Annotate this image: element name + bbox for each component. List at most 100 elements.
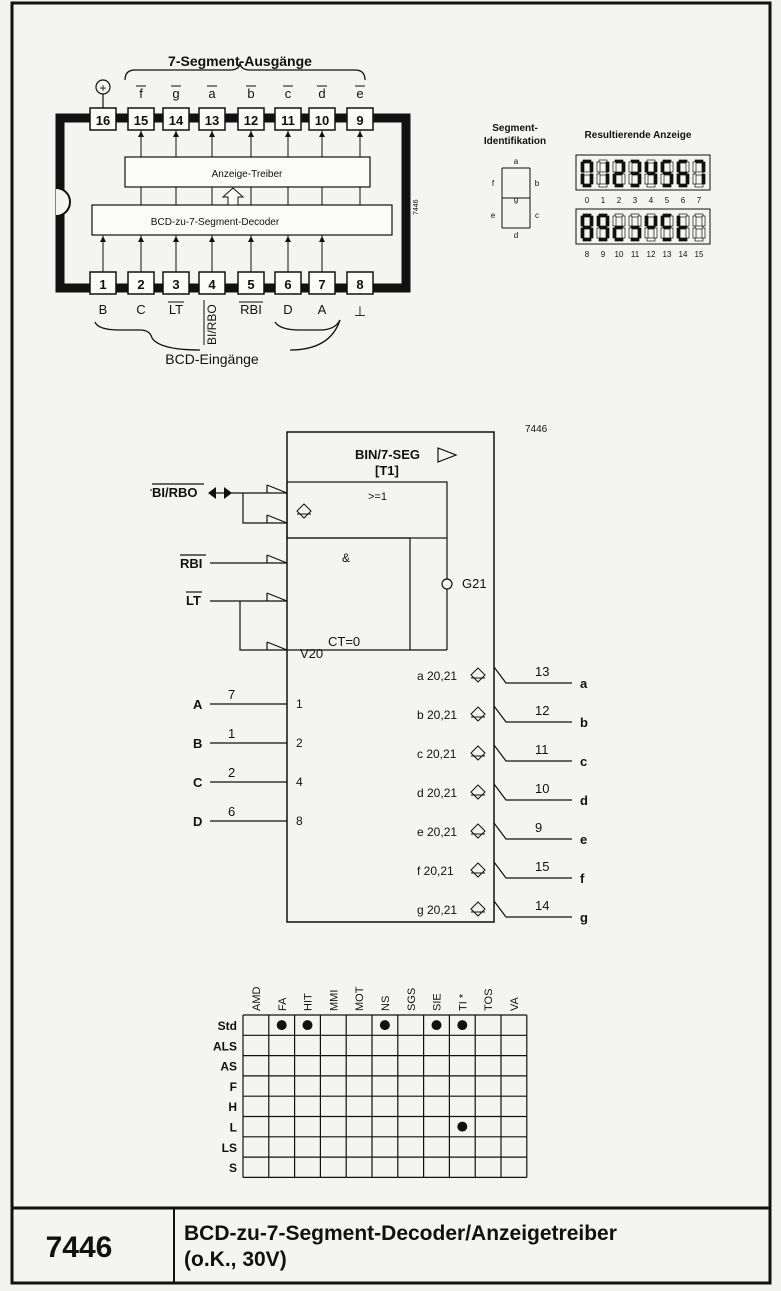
segment-letter: f <box>492 179 495 188</box>
manufacturer-column: SIE <box>432 993 444 1011</box>
top-pin-number: 11 <box>281 113 295 128</box>
display-segment <box>589 227 594 239</box>
top-pin-number: 9 <box>356 113 363 128</box>
top-pin-box <box>89 107 117 131</box>
and-block <box>287 537 411 650</box>
bottom-pin-number: 7 <box>318 277 325 292</box>
inputs-brace-left <box>94 321 153 339</box>
display-segment <box>669 161 674 173</box>
footer-title-2: (o.K., 30V) <box>184 1248 287 1271</box>
top-pin-label: e <box>356 86 363 101</box>
display-segment <box>644 161 649 173</box>
logic-output-name: g <box>580 910 588 925</box>
input-arrow <box>319 236 325 242</box>
segment-letter: d <box>514 231 518 240</box>
bottom-pin-label: D <box>283 302 292 317</box>
bottom-pin-number: 2 <box>137 277 144 292</box>
bi-rbo-bidir-arrow <box>208 487 232 499</box>
availability-dot <box>457 1121 468 1132</box>
display-segment <box>685 173 690 185</box>
logic-output-label: d 20,21 <box>417 786 457 800</box>
logic-output-line <box>493 666 572 684</box>
logic-output-name: e <box>580 832 587 847</box>
display-segment <box>637 161 642 173</box>
bottom-pin-box <box>346 271 374 295</box>
logic-box <box>286 431 495 923</box>
display-segment <box>646 213 656 218</box>
logic-symbol: 7446 BIN/7-SEG [T1] >=1 & G21 V20 CT=0 B… <box>150 424 588 925</box>
logic-output-label: e 20,21 <box>417 825 457 839</box>
logic-input-name: A <box>193 697 203 712</box>
display-segment <box>694 237 704 242</box>
display-segment <box>582 183 592 188</box>
vcc-plus: + <box>99 81 106 95</box>
display-segment <box>582 225 592 230</box>
top-pin-number: 13 <box>205 113 219 128</box>
display-segment <box>598 213 608 218</box>
display-segment <box>678 183 688 188</box>
display-segment <box>628 173 633 185</box>
lt-label: LT <box>186 593 201 608</box>
display-segment <box>678 171 688 176</box>
display-digit-index: 5 <box>665 196 670 205</box>
display-frame <box>575 208 711 245</box>
logic-output-label: f 20,21 <box>417 864 454 878</box>
outputs-brace <box>124 61 366 81</box>
display-segment <box>596 161 601 173</box>
display-digit-index: 11 <box>631 250 640 259</box>
top-pin-label: f <box>139 86 143 101</box>
top-pin-label: d <box>318 86 325 101</box>
display-segment <box>678 213 688 218</box>
internal-arrow <box>221 187 245 206</box>
logic-output-name: a <box>580 676 588 691</box>
bottom-pin-number: 8 <box>356 277 363 292</box>
logic-output-name: d <box>580 793 588 808</box>
logic-output-name: b <box>580 715 588 730</box>
display-segment <box>637 173 642 185</box>
display-segment <box>660 173 665 185</box>
display-segment <box>605 215 610 227</box>
footer-part-number: 7446 <box>46 1231 113 1264</box>
manufacturer-row: L <box>230 1121 237 1135</box>
display-segment <box>701 173 706 185</box>
logic-input-pin: 2 <box>228 765 235 780</box>
logic-output-line <box>493 822 572 840</box>
display-segment <box>662 171 672 176</box>
availability-dot <box>379 1020 390 1031</box>
logic-output-pin: 12 <box>535 703 549 718</box>
display-digit-index: 15 <box>695 250 704 259</box>
logic-input-weight: 1 <box>296 697 303 711</box>
or-label: >=1 <box>368 491 387 503</box>
display-segment <box>662 183 672 188</box>
segment-letter: b <box>535 179 540 188</box>
logic-output-pin: 14 <box>535 898 549 913</box>
display-digit-index: 13 <box>663 250 672 259</box>
display-digit-index: 14 <box>679 250 688 259</box>
display-segment <box>582 237 592 242</box>
display-segment <box>694 171 704 176</box>
output-arrow <box>209 131 215 137</box>
manufacturer-row: ALS <box>213 1039 237 1053</box>
top-pin-number: 15 <box>134 113 148 128</box>
logic-output-pin: 9 <box>535 820 542 835</box>
display-segment <box>662 159 672 164</box>
display-segment <box>660 227 665 239</box>
footer-title-1: BCD-zu-7-Segment-Decoder/Anzeigetreiber <box>184 1222 617 1245</box>
bottom-pin-number: 4 <box>208 277 216 292</box>
open-collector-diamond <box>470 901 486 917</box>
bottom-pin-number: 6 <box>284 277 291 292</box>
manufacturer-column: VA <box>509 996 521 1011</box>
bottom-pin-number: 1 <box>99 277 106 292</box>
ic-notch <box>55 187 71 217</box>
bottom-pin-label: B <box>99 302 108 317</box>
display-digit-index: 1 <box>601 196 606 205</box>
segment-letter: g <box>514 195 518 204</box>
output-arrow <box>285 131 291 137</box>
manufacturer-column: MOT <box>354 986 366 1011</box>
logic-input-name: D <box>193 814 202 829</box>
display-segment <box>694 225 704 230</box>
availability-dot <box>302 1020 313 1031</box>
logic-output-name: c <box>580 754 587 769</box>
